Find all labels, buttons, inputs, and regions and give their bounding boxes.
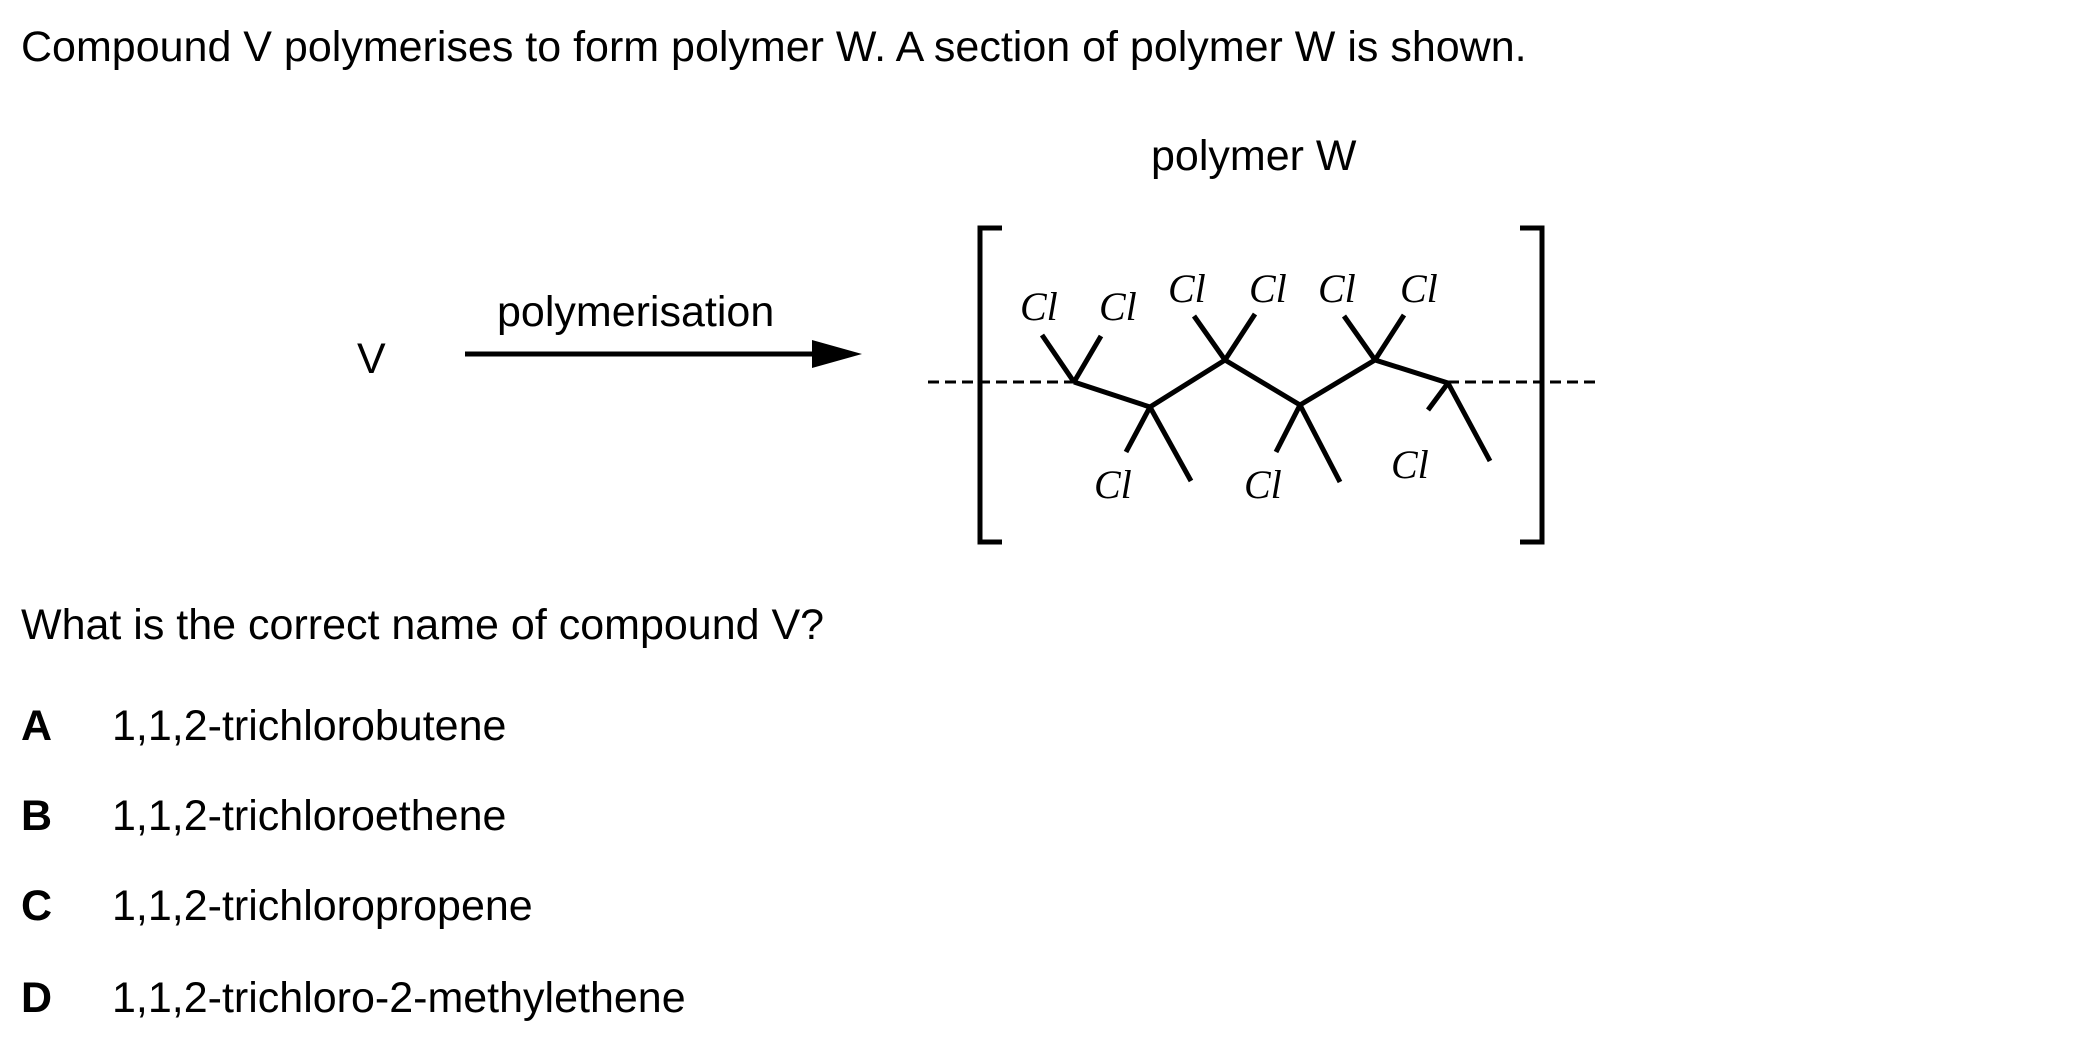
question-prompt: What is the correct name of compound V? <box>21 601 825 649</box>
left-bracket <box>977 225 1002 545</box>
question-intro: Compound V polymerises to form polymer W… <box>21 23 1527 71</box>
substituent-bonds <box>1039 312 1493 484</box>
option-text: 1,1,2-trichloro-2-methylethene <box>112 973 686 1022</box>
option-letter: B <box>21 791 53 840</box>
option-letter: D <box>21 973 53 1022</box>
right-bracket <box>1520 225 1545 545</box>
option-text: 1,1,2-trichlorobutene <box>112 701 507 750</box>
cl-atom-label: Cl <box>1318 266 1356 311</box>
cl-atom-label: Cl <box>1391 442 1429 487</box>
option-a[interactable]: A 1,1,2-trichlorobutene <box>21 700 506 752</box>
polymerisation-scheme: V polymerisation polymer W Cl Cl Cl Cl C… <box>357 132 1600 545</box>
cl-atom-label: Cl <box>1249 266 1287 311</box>
option-letter: A <box>21 701 53 750</box>
option-text: 1,1,2-trichloroethene <box>112 791 507 840</box>
option-c[interactable]: C 1,1,2-trichloropropene <box>21 880 533 932</box>
cl-atom-label: Cl <box>1244 462 1282 507</box>
cl-atom-label: Cl <box>1020 284 1058 329</box>
cl-atom-label: Cl <box>1400 266 1438 311</box>
reactant-label: V <box>357 335 386 383</box>
option-text: 1,1,2-trichloropropene <box>112 881 533 930</box>
reaction-arrow <box>465 340 862 368</box>
polymer-backbone <box>1073 357 1449 410</box>
option-letter: C <box>21 881 53 930</box>
option-d[interactable]: D 1,1,2-trichloro-2-methylethene <box>21 972 686 1024</box>
cl-atom-label: Cl <box>1099 284 1137 329</box>
product-label: polymer W <box>1151 132 1357 180</box>
cl-atom-label: Cl <box>1168 266 1206 311</box>
cl-atom-label: Cl <box>1094 462 1132 507</box>
option-b[interactable]: B 1,1,2-trichloroethene <box>21 790 506 842</box>
arrow-label: polymerisation <box>497 288 774 336</box>
